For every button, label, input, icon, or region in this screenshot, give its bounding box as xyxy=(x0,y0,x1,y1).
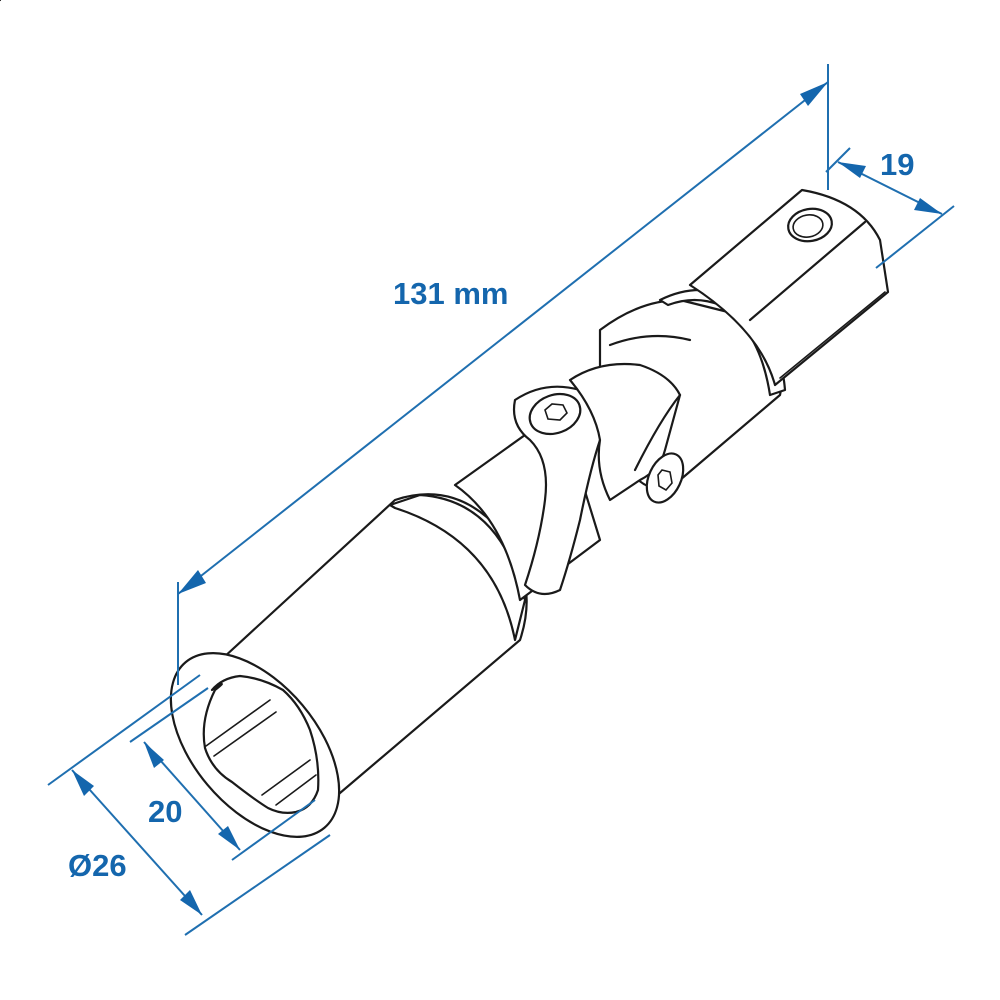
overall-length-label: 131 mm xyxy=(393,276,508,311)
hex-socket-screw-icon xyxy=(657,469,673,492)
yoke-detail-line xyxy=(608,334,692,347)
universal-joint xyxy=(512,298,784,596)
pin-bolt-side xyxy=(645,452,685,504)
arrow-head-icon xyxy=(218,826,240,850)
arrow-head-icon xyxy=(72,770,94,796)
dimension-hex-size: 20 xyxy=(129,687,316,861)
hex-inner-edge xyxy=(261,759,311,796)
extension-line xyxy=(184,834,331,936)
dimension-line xyxy=(177,81,829,595)
hex-socket-screw-icon xyxy=(544,403,568,421)
extension-line xyxy=(129,687,209,743)
extension-line xyxy=(231,799,316,861)
drive-edge xyxy=(748,220,867,322)
arrow-head-icon xyxy=(914,198,942,214)
drive-square-label: 19 xyxy=(880,147,914,182)
pin-bolt-front xyxy=(528,392,582,436)
detent-ball-inner xyxy=(792,214,824,238)
arrow-head-icon xyxy=(180,890,202,915)
dimension-overall-length: 131 mm xyxy=(177,64,829,685)
dimension-line xyxy=(71,769,203,916)
hex-opening xyxy=(202,674,320,814)
drive-square xyxy=(0,0,890,397)
hex-inner-edge xyxy=(213,711,277,757)
dimension-drive-square: 19 xyxy=(825,147,955,269)
socket-body xyxy=(169,408,602,838)
hex-inner-edge xyxy=(275,774,317,806)
extension-line xyxy=(825,147,851,173)
drive-edge xyxy=(779,291,886,379)
extension-line xyxy=(47,674,201,786)
extension-line xyxy=(875,205,955,269)
hex-inner-edge xyxy=(205,699,271,747)
hex-size-label: 20 xyxy=(148,794,182,829)
arrow-head-icon xyxy=(144,742,164,768)
outer-diameter-label: Ø26 xyxy=(68,848,127,883)
arrow-head-icon xyxy=(838,162,866,178)
dimension-outer-diameter: Ø26 xyxy=(47,674,331,936)
yoke-detail-line xyxy=(633,393,682,472)
arrow-head-icon xyxy=(800,82,828,106)
socket-collar xyxy=(388,493,527,642)
arrow-head-icon xyxy=(178,570,206,594)
